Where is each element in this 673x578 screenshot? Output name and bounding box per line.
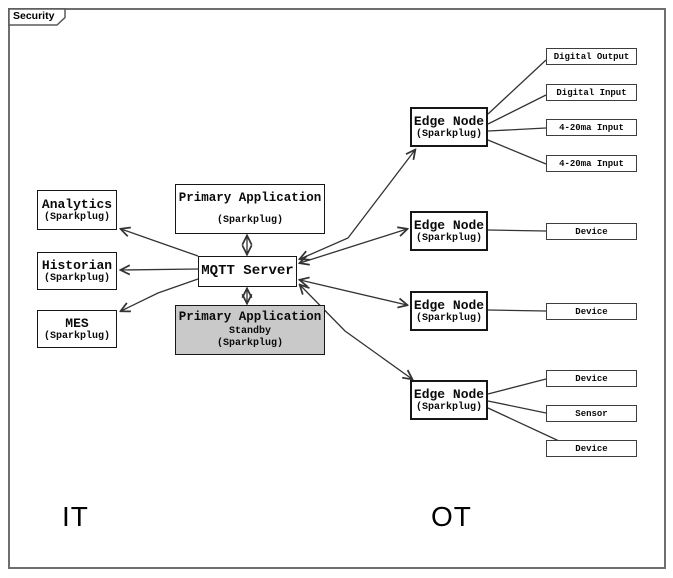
security-frame: [8, 8, 666, 569]
mes-node: MES (Sparkplug): [37, 310, 117, 348]
edge-node-2-title: Edge Node: [413, 217, 485, 233]
mes-title: MES: [65, 315, 89, 331]
primary-application-subtitle: (Sparkplug): [216, 215, 283, 226]
analytics-node: Analytics (Sparkplug): [37, 190, 117, 230]
historian-node: Historian (Sparkplug): [37, 252, 117, 290]
frame-tab-label: Security: [13, 10, 55, 22]
sensor-box-en4: Sensor: [546, 405, 637, 422]
mes-subtitle: (Sparkplug): [43, 330, 110, 342]
device-box-420ma-input-2: 4-20ma Input: [546, 155, 637, 172]
primary-application-title: Primary Application: [178, 191, 322, 205]
device-box-digital-input: Digital Input: [546, 84, 637, 101]
analytics-title: Analytics: [41, 196, 113, 212]
edge-node-3: Edge Node (Sparkplug): [410, 291, 488, 331]
edge-node-4-title: Edge Node: [413, 386, 485, 402]
frame-tab: Security: [8, 8, 66, 26]
mqtt-server-node: MQTT Server: [198, 256, 297, 287]
mqtt-server-title: MQTT Server: [201, 263, 294, 279]
historian-title: Historian: [41, 257, 113, 273]
edge-node-1: Edge Node (Sparkplug): [410, 107, 488, 147]
edge-node-4: Edge Node (Sparkplug): [410, 380, 488, 420]
device-box-en3: Device: [546, 303, 637, 320]
edge-node-4-subtitle: (Sparkplug): [415, 401, 482, 413]
device-box-420ma-input-1: 4-20ma Input: [546, 119, 637, 136]
device-box-digital-output: Digital Output: [546, 48, 637, 65]
standby-application-subtitle: (Sparkplug): [216, 338, 283, 349]
standby-application-title: Primary Application: [178, 310, 322, 324]
it-zone-label: IT: [62, 501, 89, 532]
edge-node-2: Edge Node (Sparkplug): [410, 211, 488, 251]
device-box-en4-1: Device: [546, 370, 637, 387]
edge-node-3-subtitle: (Sparkplug): [415, 312, 482, 324]
primary-application-node: Primary Application (Sparkplug): [175, 184, 325, 234]
historian-subtitle: (Sparkplug): [43, 272, 110, 284]
standby-application-node: Primary Application Standby (Sparkplug): [175, 305, 325, 355]
analytics-subtitle: (Sparkplug): [43, 211, 110, 223]
device-box-en2: Device: [546, 223, 637, 240]
edge-node-1-title: Edge Node: [413, 113, 485, 129]
edge-node-1-subtitle: (Sparkplug): [415, 128, 482, 140]
edge-node-3-title: Edge Node: [413, 297, 485, 313]
standby-application-line2: Standby: [228, 326, 271, 337]
device-box-en4-2: Device: [546, 440, 637, 457]
edge-node-2-subtitle: (Sparkplug): [415, 232, 482, 244]
ot-zone-label: OT: [431, 501, 472, 532]
